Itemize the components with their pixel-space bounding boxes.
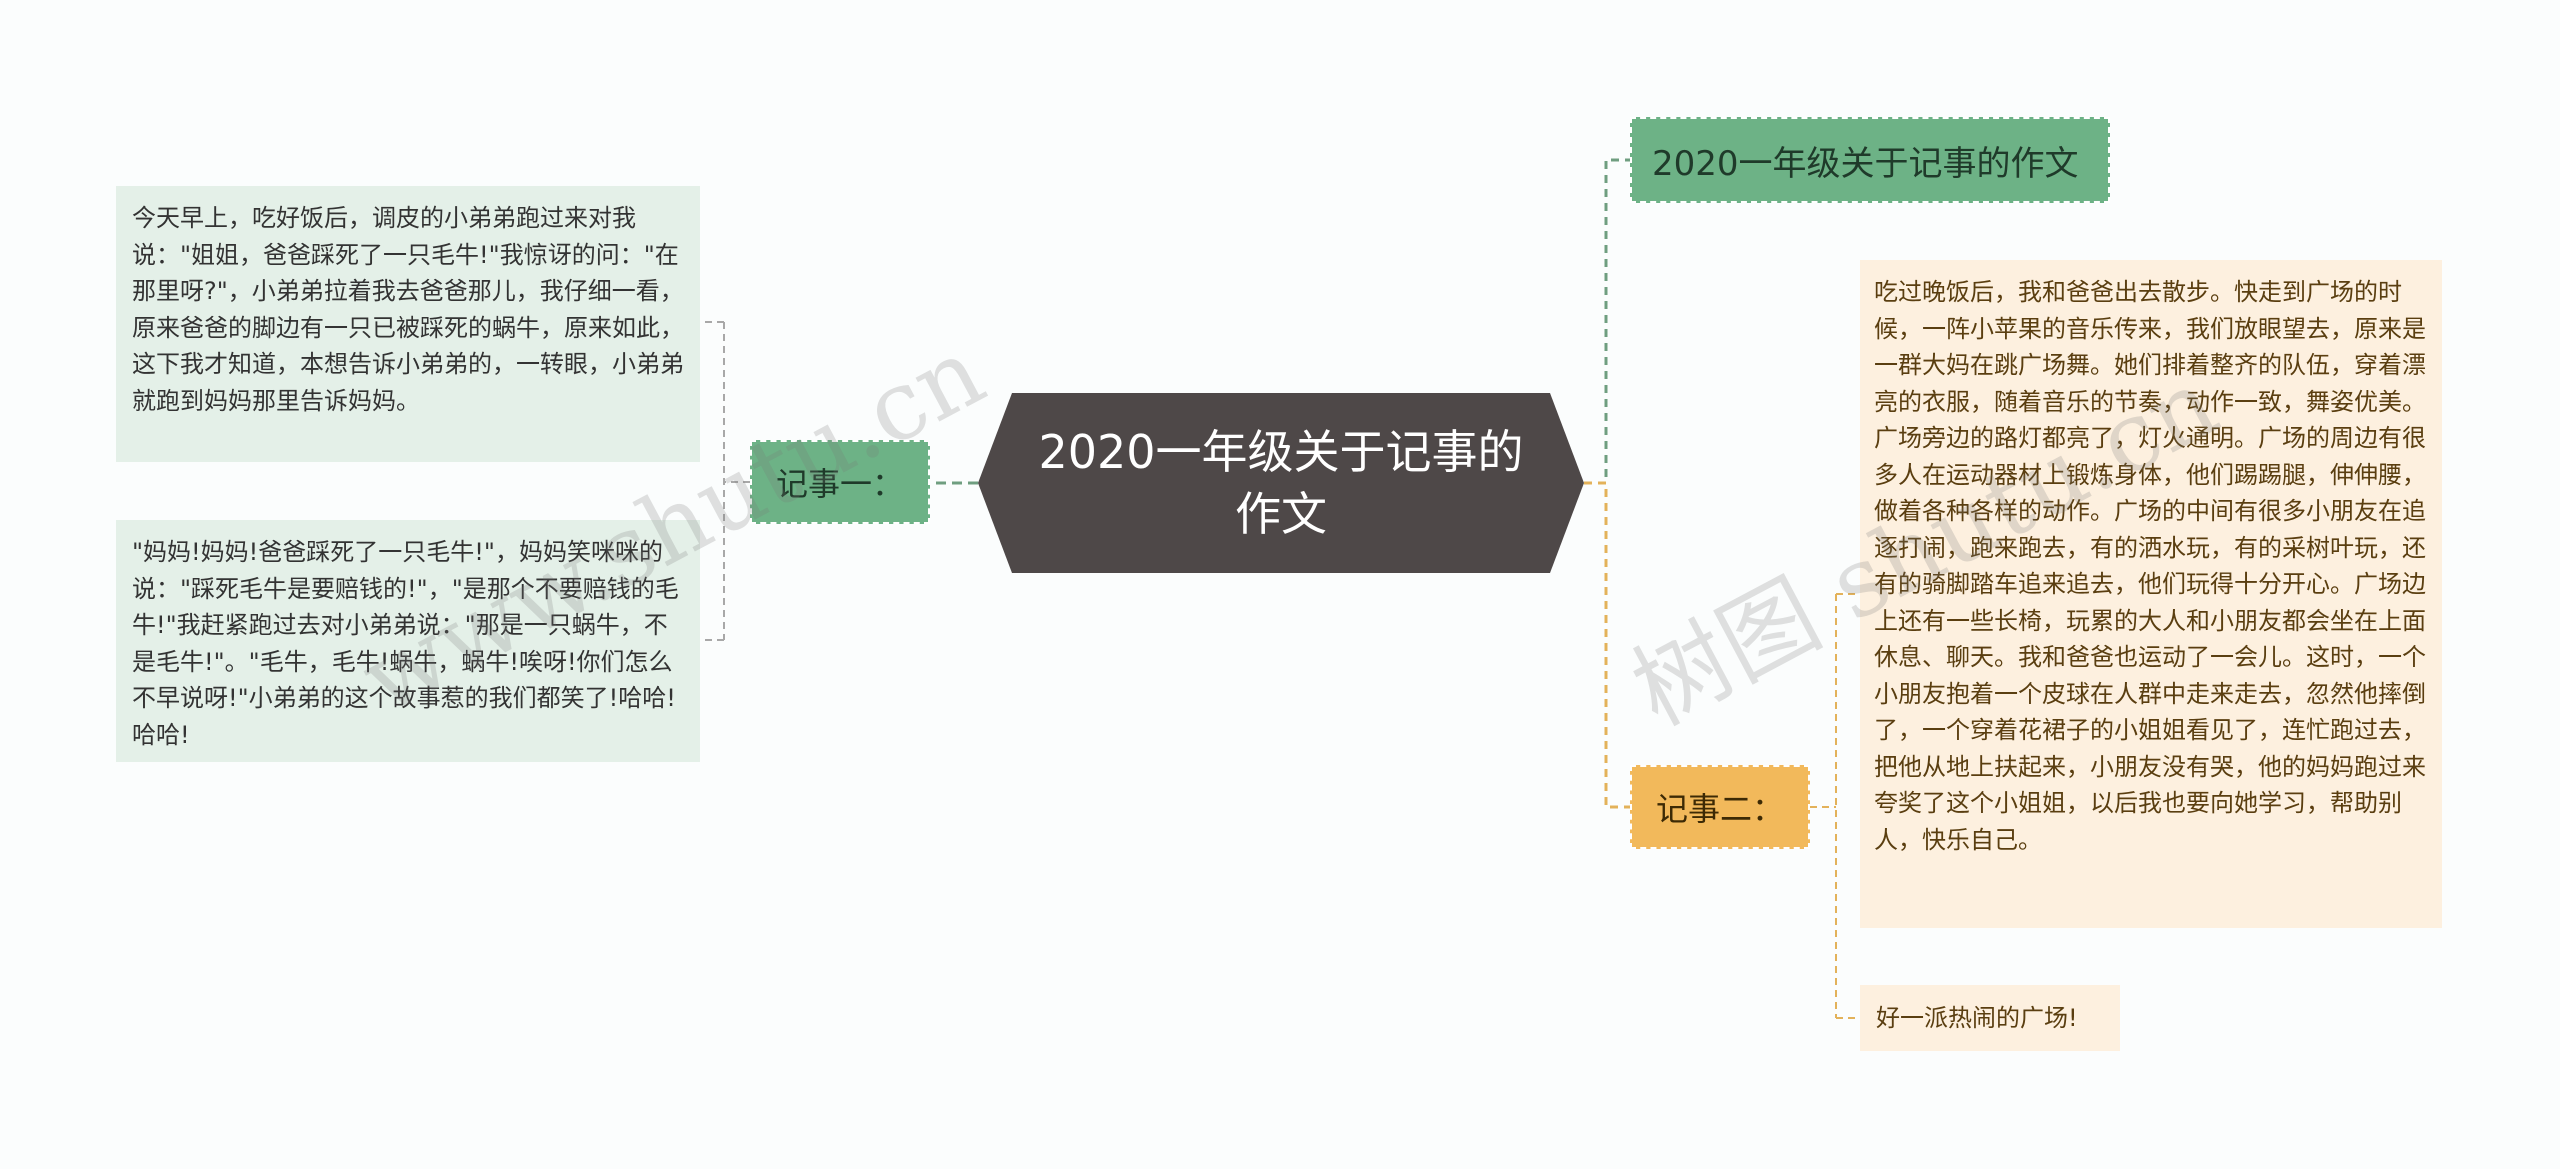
leaf-record-one-part2[interactable]: "妈妈!妈妈!爸爸踩死了一只毛牛!"，妈妈笑咪咪的说："踩死毛牛是要赔钱的!"，… [116,520,700,762]
leaf-record-one-part1[interactable]: 今天早上，吃好饭后，调皮的小弟弟跑过来对我说："姐姐，爸爸踩死了一只毛牛!"我惊… [116,186,700,462]
leaf-record-two-part1[interactable]: 吃过晚饭后，我和爸爸出去散步。快走到广场的时候，一阵小苹果的音乐传来，我们放眼望… [1860,260,2442,928]
center-topic-shape [978,393,1584,573]
title-node[interactable]: 2020一年级关于记事的作文 [1630,117,2110,203]
branch-record-two[interactable]: 记事二： [1630,765,1810,849]
branch-record-one[interactable]: 记事一： [750,440,930,524]
link-branch2-leaves [1810,593,1860,1019]
link-branch1-leaves [700,321,750,641]
leaf-record-two-part2[interactable]: 好一派热闹的广场! [1860,985,2120,1051]
center-topic[interactable]: 2020一年级关于记事的作文 [978,393,1584,573]
leaf-text: "妈妈!妈妈!爸爸踩死了一只毛牛!"，妈妈笑咪咪的说："踩死毛牛是要赔钱的!"，… [132,538,679,749]
title-node-text: 2020一年级关于记事的作文 [1652,143,2079,184]
link-center-title [1584,158,1630,485]
link-center-branch2 [1584,481,1630,809]
branch-record-two-label: 记事二： [1655,790,1784,828]
leaf-text: 今天早上，吃好饭后，调皮的小弟弟跑过来对我说："姐姐，爸爸踩死了一只毛牛!"我惊… [132,204,684,415]
leaf-text: 吃过晚饭后，我和爸爸出去散步。快走到广场的时候，一阵小苹果的音乐传来，我们放眼望… [1874,278,2426,854]
branch-record-one-label: 记事一： [775,465,904,503]
center-topic-text: 2020一年级关于记事的作文 [1038,425,1524,541]
leaf-text: 好一派热闹的广场! [1876,1003,2078,1032]
